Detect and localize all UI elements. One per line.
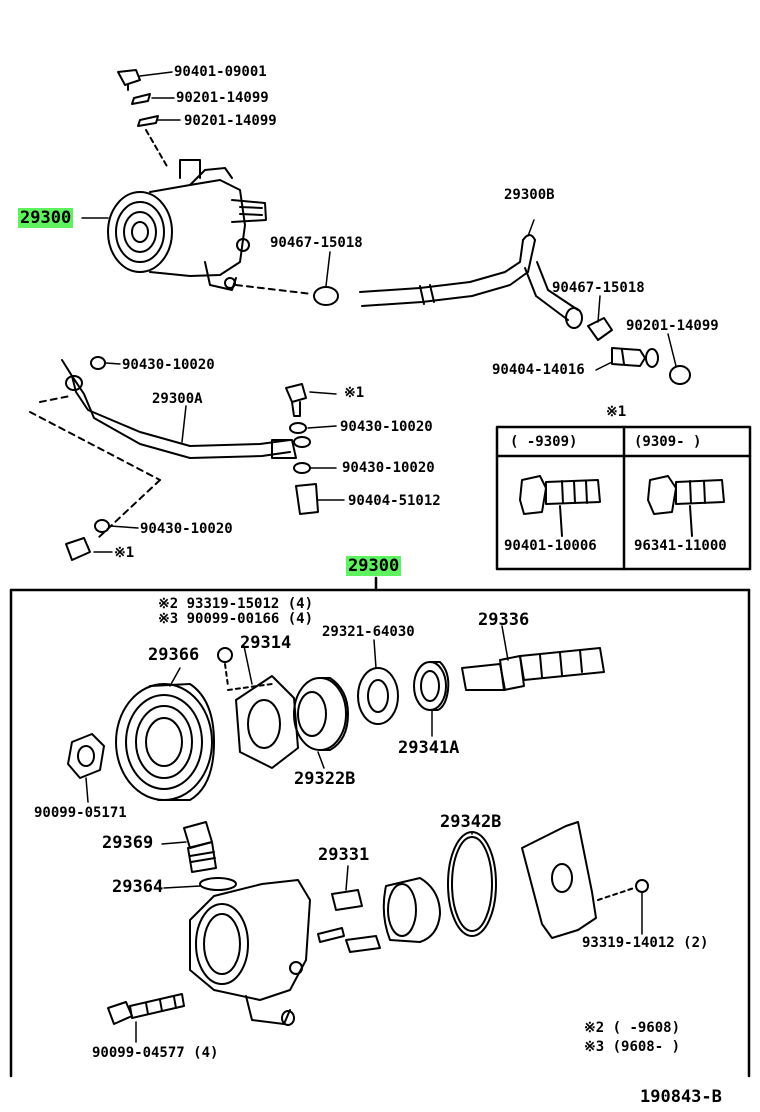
leader-lines: [81, 71, 677, 1043]
vane-part-label[interactable]: 29331: [318, 845, 370, 865]
housing-drawing: [189, 879, 311, 1026]
valve-drawing: [183, 821, 237, 891]
long-bolt-part-label[interactable]: 90099-04577 (4): [92, 1045, 219, 1061]
bolt-top-mark: ※1: [344, 385, 365, 401]
plug-drawing: [117, 69, 169, 169]
long-bolt-drawing: [107, 993, 185, 1025]
o-ring-part-label[interactable]: 29364: [112, 877, 164, 897]
washer-drawing: [357, 667, 399, 725]
tube-part-label[interactable]: 29300A: [152, 391, 203, 407]
nut-drawing: [67, 733, 105, 779]
hub-plate-part-label[interactable]: 29314: [240, 633, 292, 653]
bolt-table-title: ※1: [606, 404, 627, 420]
bolt-table-col1-header: ( -9309): [510, 434, 578, 450]
bolt-table-col2-part[interactable]: 96341-11000: [634, 538, 727, 554]
clamp-right-part-label[interactable]: 90467-15018: [552, 280, 645, 296]
hub-plate-drawing: [217, 647, 299, 769]
footnote2: ※2 ( -9608): [584, 1020, 681, 1036]
plug-part-label[interactable]: 90401-09001: [174, 64, 267, 80]
bearing-part-label[interactable]: 29322B: [294, 769, 356, 789]
pulley-part-label[interactable]: 29366: [148, 645, 200, 665]
assembly-part-label[interactable]: 29300: [346, 556, 402, 576]
tube-gasket-top-part-label[interactable]: 90430-10020: [122, 357, 215, 373]
seal-drawing: [413, 661, 450, 711]
seal-part-label[interactable]: 29341A: [398, 738, 460, 758]
shaft-part-label[interactable]: 29336: [478, 610, 530, 630]
cover-screw-part-label[interactable]: 93319-14012 (2): [582, 935, 709, 951]
gasket-a-part-label[interactable]: 90201-14099: [176, 90, 269, 106]
bolt-table-col1-part[interactable]: 90401-10006: [504, 538, 597, 554]
note2-line: ※2 93319-15012 (4): [158, 596, 314, 612]
rotor-ring-drawing: [382, 877, 441, 943]
tube-gasket-mid2-part-label[interactable]: 90430-10020: [342, 460, 435, 476]
cover-plate-drawing: [521, 821, 649, 939]
hose-part-label[interactable]: 29300B: [504, 187, 555, 203]
exploded-frame-drawing: [9, 576, 751, 1078]
valve-part-label[interactable]: 29369: [102, 833, 154, 853]
gasket-b-part-label[interactable]: 90201-14099: [184, 113, 277, 129]
o-ring-large-part-label[interactable]: 29342B: [440, 812, 502, 832]
vane-drawing: [317, 889, 381, 953]
pulley-drawing: [115, 683, 215, 801]
cover-washer-part-label[interactable]: 29321-64030: [322, 624, 415, 640]
vacuum-pump-drawing: [107, 159, 267, 291]
hose-drawing: [235, 234, 583, 329]
o-ring-drawing: [447, 831, 497, 937]
clamp-left-part-label[interactable]: 90467-15018: [270, 235, 363, 251]
tube-gasket-mid1-part-label[interactable]: 90430-10020: [340, 419, 433, 435]
bearing-drawing: [293, 677, 349, 751]
union-bolt-part-label[interactable]: 90404-14016: [492, 362, 585, 378]
note3-line: ※3 90099-00166 (4): [158, 611, 314, 627]
tube-gasket-bottom-part-label[interactable]: 90430-10020: [140, 521, 233, 537]
pump-part-label[interactable]: 29300: [18, 208, 74, 228]
bolt-table-col2-header: (9309- ): [634, 434, 702, 450]
diagram-id: 190843-B: [640, 1087, 722, 1107]
footnote3: ※3 (9608- ): [584, 1039, 681, 1055]
tube-union-part-label[interactable]: 90404-51012: [348, 493, 441, 509]
tube-drawing: [29, 356, 319, 561]
bolt-table-drawing: [495, 425, 752, 571]
nut-part-label[interactable]: 90099-05171: [34, 805, 127, 821]
shaft-drawing: [461, 647, 605, 691]
union-gasket-part-label[interactable]: 90201-14099: [626, 318, 719, 334]
bolt-bottom-mark: ※1: [114, 545, 135, 561]
